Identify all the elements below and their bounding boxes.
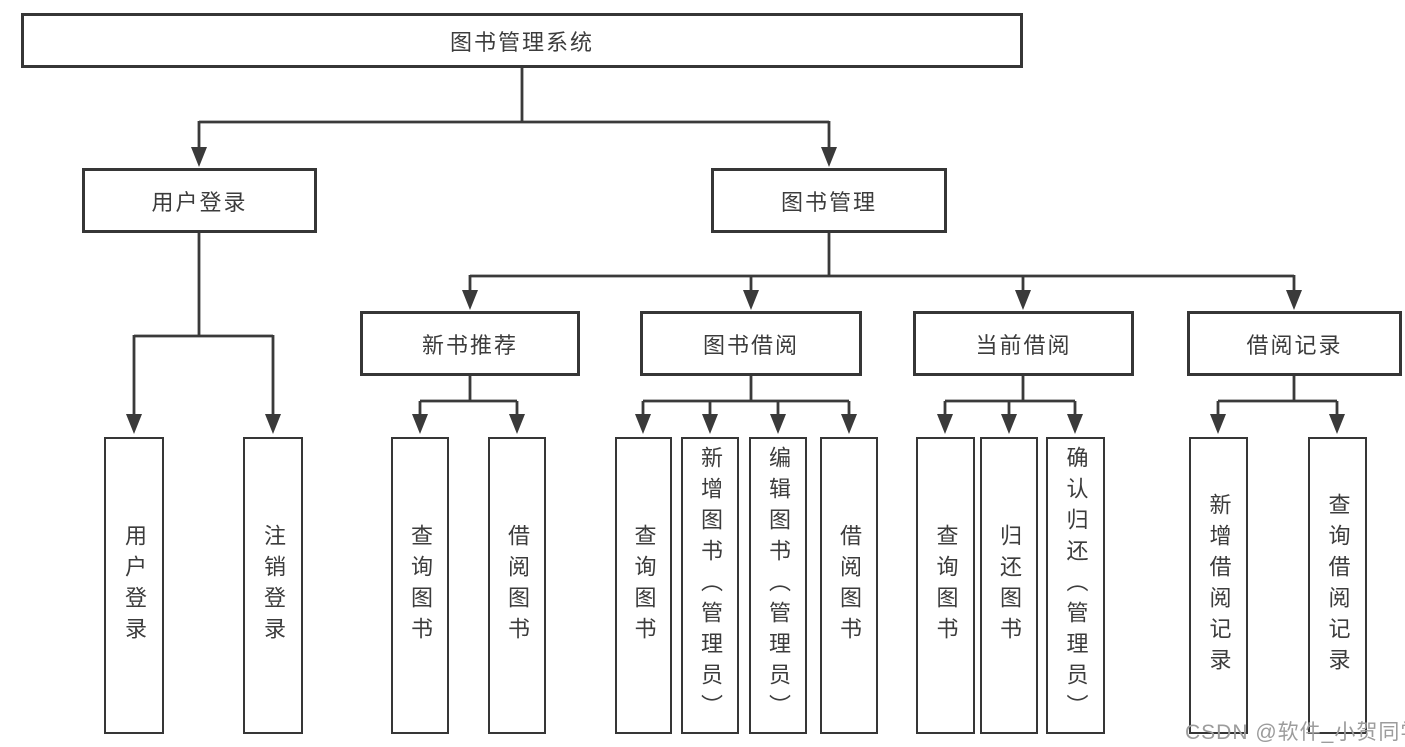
leaf-cb-confirm-return-admin: 确认归还（管理员） — [1046, 437, 1105, 734]
node-new-book-recommend: 新书推荐 — [360, 311, 580, 376]
leaf-bb-edit-books-admin: 编辑图书（管理员） — [749, 437, 807, 734]
csdn-watermark: CSDN @软件_小贺同学 — [1185, 721, 1405, 744]
leaf-bb-add-books-admin: 新增图书（管理员） — [681, 437, 739, 734]
leaf-user-login: 用户登录 — [104, 437, 164, 734]
leaf-bb-query-books: 查询图书 — [615, 437, 672, 734]
node-book-borrowing: 图书借阅 — [640, 311, 862, 376]
leaf-br-query-record: 查询借阅记录 — [1308, 437, 1367, 734]
node-library-system: 图书管理系统 — [21, 13, 1023, 68]
leaf-cb-return-books: 归还图书 — [980, 437, 1038, 734]
leaf-logout: 注销登录 — [243, 437, 303, 734]
leaf-bb-borrow-books: 借阅图书 — [820, 437, 878, 734]
node-current-borrowing: 当前借阅 — [913, 311, 1134, 376]
leaf-br-add-record: 新增借阅记录 — [1189, 437, 1248, 734]
node-user-login: 用户登录 — [82, 168, 317, 233]
leaf-nbr-borrow-books: 借阅图书 — [488, 437, 546, 734]
leaf-cb-query-books: 查询图书 — [916, 437, 975, 734]
leaf-nbr-query-books: 查询图书 — [391, 437, 449, 734]
node-borrow-records: 借阅记录 — [1187, 311, 1402, 376]
node-book-management: 图书管理 — [711, 168, 947, 233]
